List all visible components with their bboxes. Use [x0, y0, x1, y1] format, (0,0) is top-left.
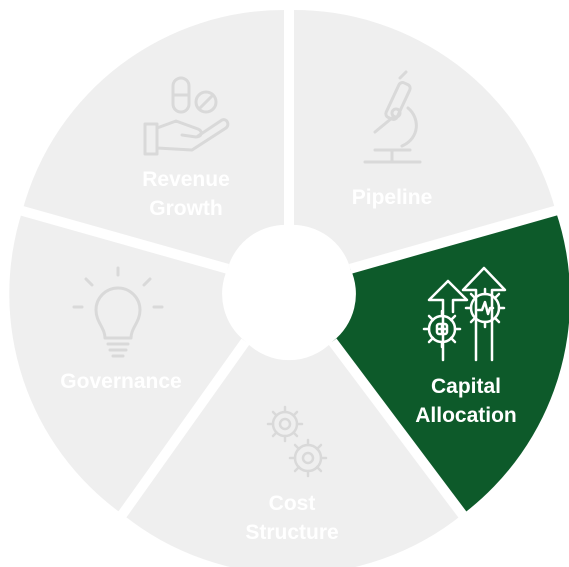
segment-label-governance: Governance [60, 370, 181, 393]
arrows-gears-icon [422, 266, 507, 362]
segment-governance[interactable] [9, 211, 246, 515]
segment-capital-allocation[interactable] [332, 211, 569, 515]
segment-label-line: Pipeline [352, 186, 433, 209]
hand-pills-icon [143, 76, 230, 156]
segment-separators [10, 0, 567, 526]
segment-label-line: Revenue [142, 168, 230, 191]
center-hub [229, 225, 349, 345]
lightbulb-icon [72, 266, 164, 358]
segment-label-pipeline: Pipeline [352, 186, 433, 209]
segment-label-line: Governance [60, 370, 181, 393]
segment-pipeline[interactable] [289, 9, 556, 269]
segment-label-line: Cost [269, 492, 316, 515]
segment-label-line: Structure [245, 521, 338, 544]
gears-icon [266, 405, 328, 478]
segment-label-line: Allocation [415, 404, 517, 427]
segment-label-line: Growth [149, 197, 223, 220]
segment-label-line: Capital [431, 375, 501, 398]
microscope-icon [363, 70, 422, 164]
